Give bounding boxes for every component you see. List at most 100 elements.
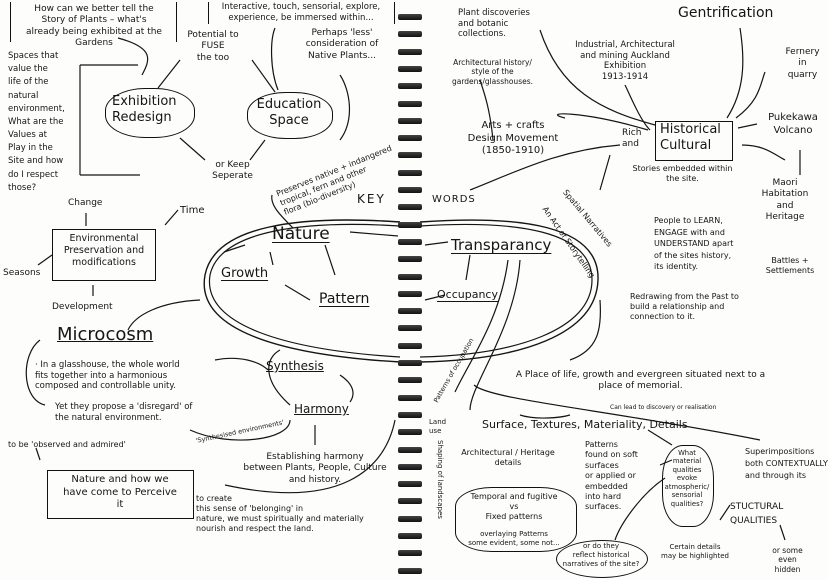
glasshouse-note: · In a glasshouse, the whole world fits … <box>35 360 180 392</box>
structural-qualities-note: STUCTURAL QUALITIES <box>730 502 784 527</box>
overlaying-note: overlaying Patterns some evident, some n… <box>468 530 560 547</box>
spiral-ring <box>398 498 422 505</box>
growth-keyword: Growth <box>221 266 269 281</box>
observed-note: to be 'observed and admired' <box>8 440 126 449</box>
people-note: People to LEARN, ENGAGE with and UNDERST… <box>654 216 734 272</box>
spiral-ring <box>398 394 422 401</box>
question-bracket <box>10 2 177 42</box>
hidden-note: or some even hidden <box>772 546 803 574</box>
patterns-found-note: Patterns found on soft surfaces or appli… <box>585 440 638 512</box>
keep-separate-note: or Keep Seperate <box>212 160 253 182</box>
synthesis-node: Synthesis <box>266 359 324 373</box>
yet-note: Yet they propose a 'disregard' of the na… <box>55 402 193 423</box>
spiral-ring <box>398 65 422 72</box>
spiral-ring <box>398 429 422 436</box>
spiral-ring <box>398 31 422 38</box>
spiral-ring <box>398 308 422 315</box>
interactive-bracket <box>208 2 395 24</box>
potential-note: Potential to FUSE the too <box>187 30 239 63</box>
spiral-ring <box>398 135 422 142</box>
education-space-blob <box>247 92 333 139</box>
stories-note: Stories embedded within the site. <box>632 164 733 183</box>
change-note: Change <box>68 198 103 208</box>
nature-perceive-box <box>47 470 194 519</box>
what-material-note: What material qualities evoke atmospheri… <box>664 449 710 508</box>
plant-discoveries-note: Plant discoveries and botanic collection… <box>458 8 530 40</box>
spiral-ring <box>398 463 422 470</box>
can-lead-note: Can lead to discovery or realisation <box>610 404 717 411</box>
spiral-ring <box>398 342 422 349</box>
time-note: Time <box>180 205 205 216</box>
spiral-ring <box>398 204 422 211</box>
temporal-blob <box>455 487 577 552</box>
transparancy-keyword: Transparancy <box>451 236 552 254</box>
spiral-ring <box>398 446 422 453</box>
development-note: Development <box>52 302 113 312</box>
establishing-note: Establishing harmony between Plants, Peo… <box>243 452 387 485</box>
seasons-note: Seasons <box>3 268 41 278</box>
surface-heading: Surface, Textures, Materiality, Details <box>482 418 688 431</box>
spiral-ring <box>398 256 422 263</box>
historical-cultural-box <box>655 121 733 161</box>
occupancy-keyword: Occupancy <box>437 288 498 301</box>
spaces-note: Spaces that value the life of the natura… <box>8 51 65 193</box>
or-do-they-note: or do they reflect historical narratives… <box>562 542 640 568</box>
industrial-note: Industrial, Architectural and mining Auc… <box>575 40 675 82</box>
pattern-keyword: Pattern <box>319 291 370 307</box>
spiral-binding <box>398 0 422 580</box>
maori-note: Maori Habitation and Heritage <box>761 178 809 222</box>
battles-note: Battles + Settlements <box>765 256 815 275</box>
shaping-landscapes-note: Shaping of landscapes <box>436 440 444 519</box>
spiral-ring <box>398 377 422 384</box>
spiral-ring <box>398 411 422 418</box>
spiral-ring <box>398 481 422 488</box>
spiral-ring <box>398 117 422 124</box>
spiral-ring <box>398 100 422 107</box>
harmony-node: Harmony <box>294 402 349 416</box>
spiral-ring <box>398 169 422 176</box>
redrawing-note: Redrawing from the Past to build a relat… <box>630 292 739 321</box>
spiral-ring <box>398 238 422 245</box>
superimpositions-note: Superimpositions both CONTEXTUALLY and t… <box>745 447 828 480</box>
spiral-ring <box>398 221 422 228</box>
education-space-node: Education Space <box>256 97 322 129</box>
temporal-note: Temporal and fugitive vs Fixed patterns <box>470 492 558 521</box>
what-material-blob <box>662 445 714 527</box>
spiral-ring <box>398 325 422 332</box>
arch-heritage-note: Architectural / Heritage details <box>461 448 555 467</box>
spiral-ring <box>398 290 422 297</box>
gentrification-node: Gentrification <box>678 5 774 21</box>
spiral-ring <box>398 360 422 366</box>
architectural-history-note: Architectural history/ style of the gard… <box>451 58 534 86</box>
nature-perceive-node: Nature and how we have come to Perceive … <box>63 474 177 510</box>
environmental-node: Environmental Preservation and modificat… <box>63 233 145 268</box>
spiral-ring <box>398 187 422 193</box>
spiral-ring <box>398 550 422 557</box>
spiral-ring <box>398 48 422 55</box>
perhaps-note: Perhaps 'less' consideration of Native P… <box>305 28 379 61</box>
place-note: A Place of life, growth and evergreen si… <box>515 370 766 392</box>
spiral-ring <box>398 273 422 280</box>
land-use-note: Land use <box>429 418 447 435</box>
pukekawa-note: Pukekawa Volcano <box>768 112 818 136</box>
spiral-ring <box>398 533 422 539</box>
question-note: How can we better tell the Story of Plan… <box>26 4 162 48</box>
certain-details-note: Certain details may be highlighted <box>661 543 729 560</box>
exhibition-redesign-node: Exhibition Redesign <box>112 94 177 126</box>
words-label: WORDS <box>432 194 476 205</box>
to-create-note: to create this sense of 'belonging' in n… <box>196 494 364 533</box>
nature-keyword: Nature <box>272 224 330 244</box>
interactive-note: Interactive, touch, sensorial, explore, … <box>221 2 381 23</box>
spiral-ring <box>398 515 422 522</box>
microcosm-heading: Microcosm <box>57 324 154 345</box>
spiral-ring <box>398 152 422 159</box>
exhibition-redesign-blob <box>105 88 195 138</box>
environmental-box <box>52 229 156 281</box>
spiral-ring <box>398 14 422 20</box>
arts-crafts-note: Arts + crafts Design Movement (1850-1910… <box>467 120 559 156</box>
key-label: KEY <box>357 192 386 206</box>
or-do-they-blob <box>556 540 648 578</box>
spiral-ring <box>398 83 422 90</box>
fernery-note: Fernery in quarry <box>785 47 820 80</box>
